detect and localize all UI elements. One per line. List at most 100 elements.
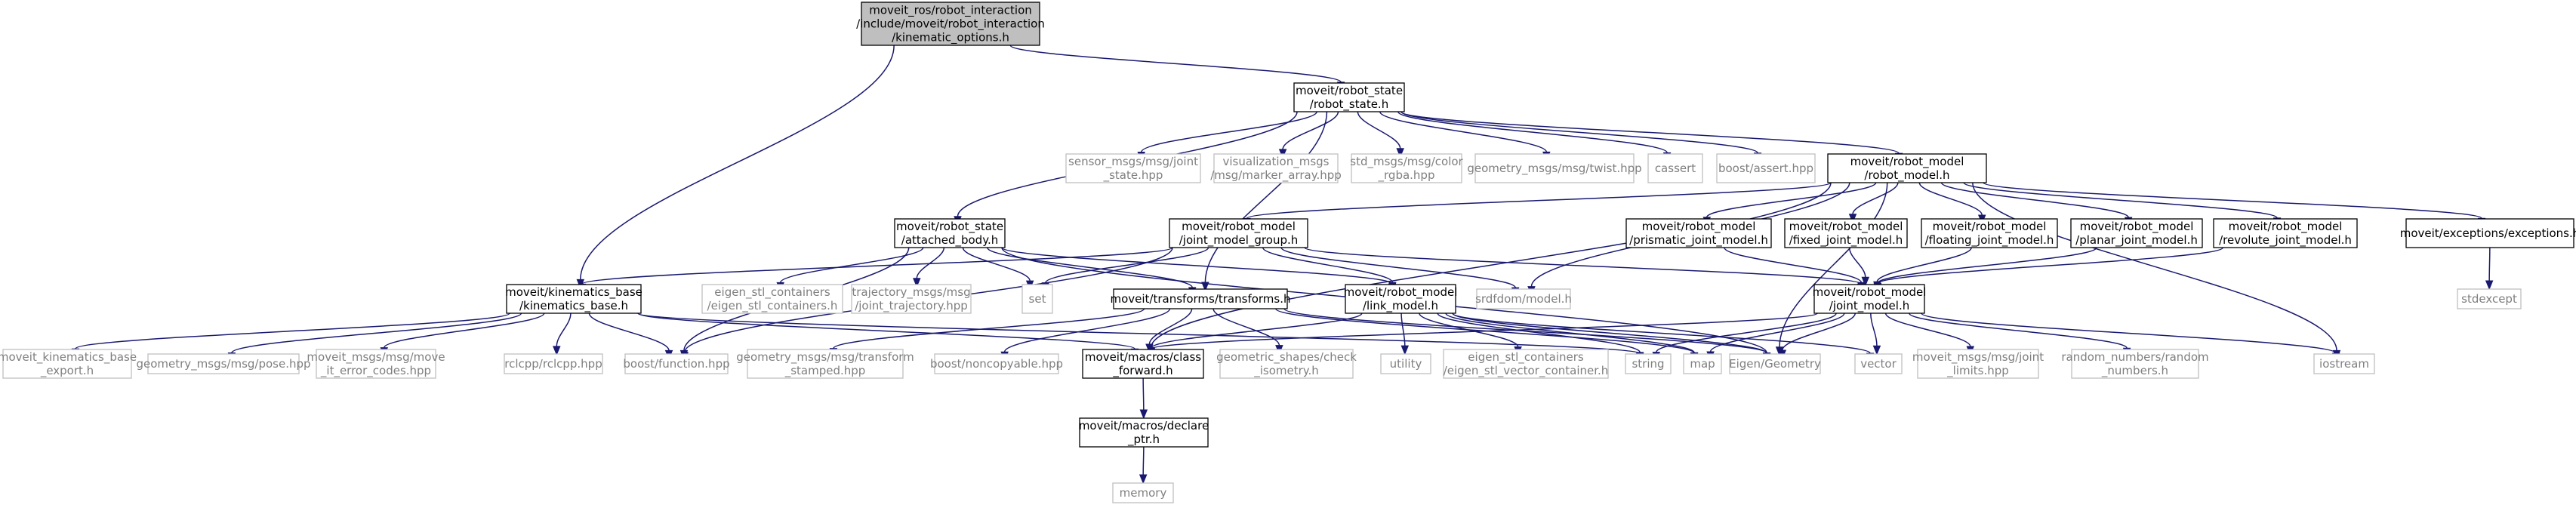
node-pose: geometry_msgs/msg/pose.hpp [136,353,311,374]
node-label-line: /fixed_joint_model.h [1789,233,1903,248]
node-label-line: std_msgs/msg/color [1350,155,1463,169]
edge-line [1656,312,1837,353]
node-label-line: geometric_shapes/check [1216,350,1357,365]
node-label-line: /msg/marker_array.hpp [1210,168,1342,183]
edge-line [637,312,1641,355]
edge-link-model-to-utility [1400,312,1410,356]
node-box [506,284,642,314]
edge-robot-model-to-iostream [1972,182,2341,360]
node-label-line: moveit/robot_model [1642,220,1756,234]
node-label-line: moveit_msgs/msg/move [307,350,445,365]
edge-attached-body-to-set [962,247,1034,291]
node-label-line: moveit/robot_model [1813,285,1927,300]
node-box [1443,349,1609,379]
node-label-line: trajectory_msgs/msg [852,285,970,300]
edge-joint-model-to-eigen-geometry [1778,312,1856,360]
node-label-line: /joint_trajectory.hpp [855,299,968,313]
node-label-line: /revolute_joint_model.h [2219,233,2352,248]
arrowhead-icon [553,346,561,356]
edge-line [1921,312,2337,354]
node-box [1729,353,1821,374]
edge-line [916,247,945,279]
node-trajectory-msgs: trajectory_msgs/msg/joint_trajectory.hpp [851,284,972,314]
edge-line [1282,111,1339,150]
node-joint-model[interactable]: moveit/robot_model/joint_model.h [1813,284,1927,314]
node-box [1854,353,1903,374]
node-twist: geometry_msgs/msg/twist.hpp [1467,153,1642,183]
node-box [1169,218,1308,248]
node-transform-stamped: geometry_msgs/msg/transform_stamped.hpp [736,349,914,379]
edge-line [1972,182,2337,351]
node-root[interactable]: moveit_ros/robot_interaction/include/mov… [856,2,1045,46]
node-box [1921,218,2058,248]
node-label-line: moveit/kinematics_base [505,285,642,300]
edge-exceptions-to-stdexcept [2485,247,2494,291]
edge-robot-model-to-floating [1918,182,1986,225]
node-label-line: _it_error_codes.hpp [320,364,431,378]
edge-line [1397,111,1668,154]
node-class-forward[interactable]: moveit/macros/class_forward.h [1082,349,1204,379]
node-label-line: _export.h [40,364,94,378]
edge-line [588,312,670,351]
node-attached-body[interactable]: moveit/robot_state/attached_body.h [894,218,1006,248]
edge-line [1782,312,1856,351]
node-floating[interactable]: moveit/robot_model/floating_joint_model.… [1921,218,2058,248]
node-label-line: moveit/robot_model [1789,220,1903,234]
edge-line [556,312,572,346]
node-joint-model-group[interactable]: moveit/robot_model/joint_model_group.h [1169,218,1308,248]
node-fixed[interactable]: moveit/robot_model/fixed_joint_model.h [1784,218,1908,248]
node-label-line: geometry_msgs/msg/pose.hpp [136,357,310,371]
edge-line [1379,111,1548,152]
node-box [2070,218,2203,248]
node-std-msgs: std_msgs/msg/color_rgba.hpp [1350,153,1464,183]
node-iostream: iostream [2313,353,2375,374]
edge-line [1876,247,1972,282]
edge-line [1983,182,2482,219]
edge-line [231,312,522,354]
node-planar[interactable]: moveit/robot_model/planar_joint_model.h [2070,218,2203,248]
node-boost-function: boost/function.hpp [623,353,730,374]
edge-attached-body-to-link-model [1001,247,1397,294]
node-exceptions[interactable]: moveit/exceptions/exceptions.h [2400,218,2576,248]
node-label-line: set [1029,292,1046,306]
node-label-line: /joint_model.h [1829,299,1909,313]
edge-line [1963,182,2278,219]
node-map: map [1683,353,1722,374]
node-box [1380,353,1431,374]
node-label-line: memory [1120,486,1167,500]
edge-line [1151,312,1363,349]
node-label-line: moveit/robot_model [1933,220,2047,234]
edge-robot-state-to-std-msgs [1357,111,1404,159]
node-box [1784,218,1908,248]
node-box [147,353,300,374]
edge-line [1400,111,1900,154]
node-label-line: geometry_msgs/msg/transform [736,350,914,365]
node-kb-export: moveit_kinematics_base_export.h [0,349,137,379]
node-prismatic[interactable]: moveit/robot_model/prismatic_joint_model… [1625,218,1772,248]
node-label-line: _isometry.h [1253,364,1319,378]
node-label-line: moveit_ros/robot_interaction [869,4,1032,18]
node-sensor-msgs: sensor_msgs/msg/joint_state.hpp [1065,153,1201,183]
node-label-line: moveit/robot_model [1850,155,1964,169]
node-robot-model[interactable]: moveit/robot_model/robot_model.h [1827,153,1987,183]
node-transforms[interactable]: moveit/transforms/transforms.h [1110,288,1291,309]
edge-root-to-kinematics-base [576,45,895,289]
node-revolute[interactable]: moveit/robot_model/revolute_joint_model.… [2213,218,2358,248]
node-kinematics-base[interactable]: moveit/kinematics_base/kinematics_base.h [505,284,642,314]
edge-line [1452,312,1767,354]
node-label-line: _forward.h [1112,364,1172,378]
node-link-model[interactable]: moveit/robot_model/link_model.h [1344,284,1458,314]
node-label-line: moveit/robot_state [1296,84,1403,98]
node-label-line: /floating_joint_model.h [1925,233,2054,248]
node-box [316,349,436,379]
node-label-line: /kinematics_base.h [519,299,628,313]
node-robot-state[interactable]: moveit/robot_state/robot_state.h [1293,82,1405,112]
node-box [1716,153,1816,183]
node-declare-ptr[interactable]: moveit/macros/declare_ptr.h [1079,417,1209,448]
node-label-line: moveit/robot_model [1344,285,1458,300]
arrowhead-icon [1139,409,1148,420]
node-label-line: _state.hpp [1103,168,1163,183]
node-box [747,349,904,379]
